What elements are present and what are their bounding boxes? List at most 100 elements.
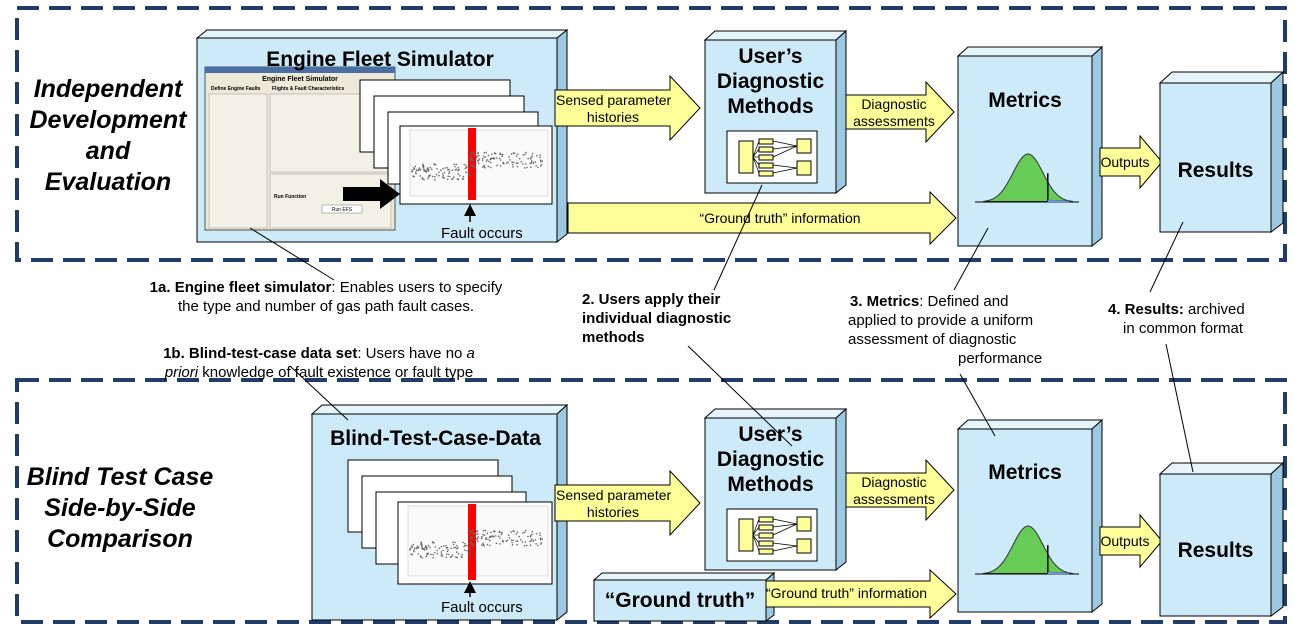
note-3-rest: : Defined and xyxy=(919,293,1009,310)
scatter-point xyxy=(536,544,539,547)
scatter-point xyxy=(508,537,511,539)
sensed-label-line: Sensed parameter xyxy=(556,487,672,503)
scatter-point xyxy=(522,532,524,534)
methods-title-line: User’s xyxy=(738,423,803,446)
network-hidden-node xyxy=(758,524,774,531)
scatter-point xyxy=(482,542,484,545)
top-region-label-line: Development xyxy=(29,106,187,134)
scatter-point xyxy=(535,154,538,157)
note-4: 4. Results: archived in common format xyxy=(1108,300,1288,338)
scatter-point xyxy=(434,175,436,178)
scatter-point xyxy=(448,172,450,175)
scatter-point xyxy=(471,544,474,547)
scatter-point xyxy=(449,556,452,558)
scatter-point xyxy=(539,534,541,536)
scatter-point xyxy=(443,177,445,179)
scatter-point xyxy=(529,535,532,538)
scatter-point xyxy=(474,534,477,536)
scatter-point xyxy=(459,175,461,177)
scatter-point xyxy=(490,166,492,169)
scatter-point xyxy=(524,163,527,165)
sensed-arrow-bottom xyxy=(554,469,701,537)
scatter-point xyxy=(481,159,484,162)
scatter-point xyxy=(443,171,446,174)
scatter-point xyxy=(428,174,431,177)
ground-truth-info-top: “Ground truth” information xyxy=(699,210,861,226)
scatter-point xyxy=(483,534,486,537)
scatter-point xyxy=(471,163,474,165)
scatter-point xyxy=(531,152,534,155)
scatter-point xyxy=(435,173,438,176)
scatter-point xyxy=(517,162,519,165)
scatter-point xyxy=(534,539,536,541)
diag-label-top: Diagnostic assessments xyxy=(846,96,942,130)
scatter-point xyxy=(524,541,527,543)
scatter-point xyxy=(495,157,498,159)
scatter-point xyxy=(455,556,457,558)
scatter-point xyxy=(510,531,512,533)
scatter-point xyxy=(498,157,501,160)
results-box-bottom xyxy=(1158,461,1285,617)
scatter-point xyxy=(540,164,543,166)
scatter-point xyxy=(468,549,471,551)
scatter-point xyxy=(469,542,471,544)
scatter-point xyxy=(487,154,490,157)
scatter-point xyxy=(410,547,412,549)
note-4-line2: in common format xyxy=(1123,320,1244,337)
scatter-point xyxy=(471,158,474,160)
scatter-point xyxy=(509,159,511,161)
scatter-point xyxy=(540,542,543,544)
scatter-point xyxy=(480,537,483,540)
scatter-point xyxy=(505,162,508,164)
scatter-point xyxy=(413,168,416,170)
scatter-point xyxy=(447,549,449,551)
plot-stack-top xyxy=(359,79,553,205)
scatter-point xyxy=(454,546,457,549)
scatter-point xyxy=(455,168,458,171)
bottom-region-label-line: Side-by-Side xyxy=(44,494,196,522)
scatter-point xyxy=(515,155,518,157)
scatter-point xyxy=(507,161,509,163)
scatter-point xyxy=(492,530,495,532)
scatter-point xyxy=(426,168,428,171)
scatter-point xyxy=(417,546,420,549)
scatter-point xyxy=(521,163,524,165)
black-arrow xyxy=(343,179,400,209)
scatter-point xyxy=(526,166,528,169)
scatter-point xyxy=(499,543,501,545)
note-1b-rest: : Users have no xyxy=(357,345,467,362)
note-4-bold: 4. Results: xyxy=(1108,301,1184,318)
scatter-point xyxy=(516,543,518,546)
sensed-label-line: Sensed parameter xyxy=(556,92,672,108)
scatter-point xyxy=(539,159,542,161)
scatter-point xyxy=(409,548,411,550)
scatter-point xyxy=(483,155,485,158)
scatter-point xyxy=(416,546,418,549)
metrics-title-bottom: Metrics xyxy=(988,461,1062,484)
top-region-frame xyxy=(15,6,1287,262)
scatter-point xyxy=(464,167,467,170)
scatter-point xyxy=(540,538,542,541)
scatter-point xyxy=(529,157,532,160)
scatter-point xyxy=(540,160,542,163)
scatter-point xyxy=(517,153,519,155)
note-1a-line2: the type and number of gas path fault ca… xyxy=(177,298,475,315)
note-1b-italic-2: priori xyxy=(164,364,199,381)
scatter-point xyxy=(489,536,491,539)
scatter-point xyxy=(420,542,423,544)
network-hidden-node xyxy=(758,516,774,523)
scatter-point xyxy=(477,159,480,162)
scatter-point xyxy=(535,543,537,545)
note-3-line: performance xyxy=(958,350,1043,367)
scatter-point xyxy=(421,546,424,549)
bottom-region-frame xyxy=(15,378,1287,624)
scatter-point xyxy=(518,157,521,160)
scatter-point xyxy=(434,546,437,548)
note-1b-line2-rest: knowledge of fault existence or fault ty… xyxy=(198,364,474,381)
scatter-point xyxy=(489,544,491,547)
scatter-point xyxy=(501,153,504,156)
scatter-point xyxy=(492,536,495,538)
scatter-point xyxy=(462,175,465,178)
scatter-point xyxy=(442,549,444,552)
scatter-point xyxy=(455,163,458,166)
